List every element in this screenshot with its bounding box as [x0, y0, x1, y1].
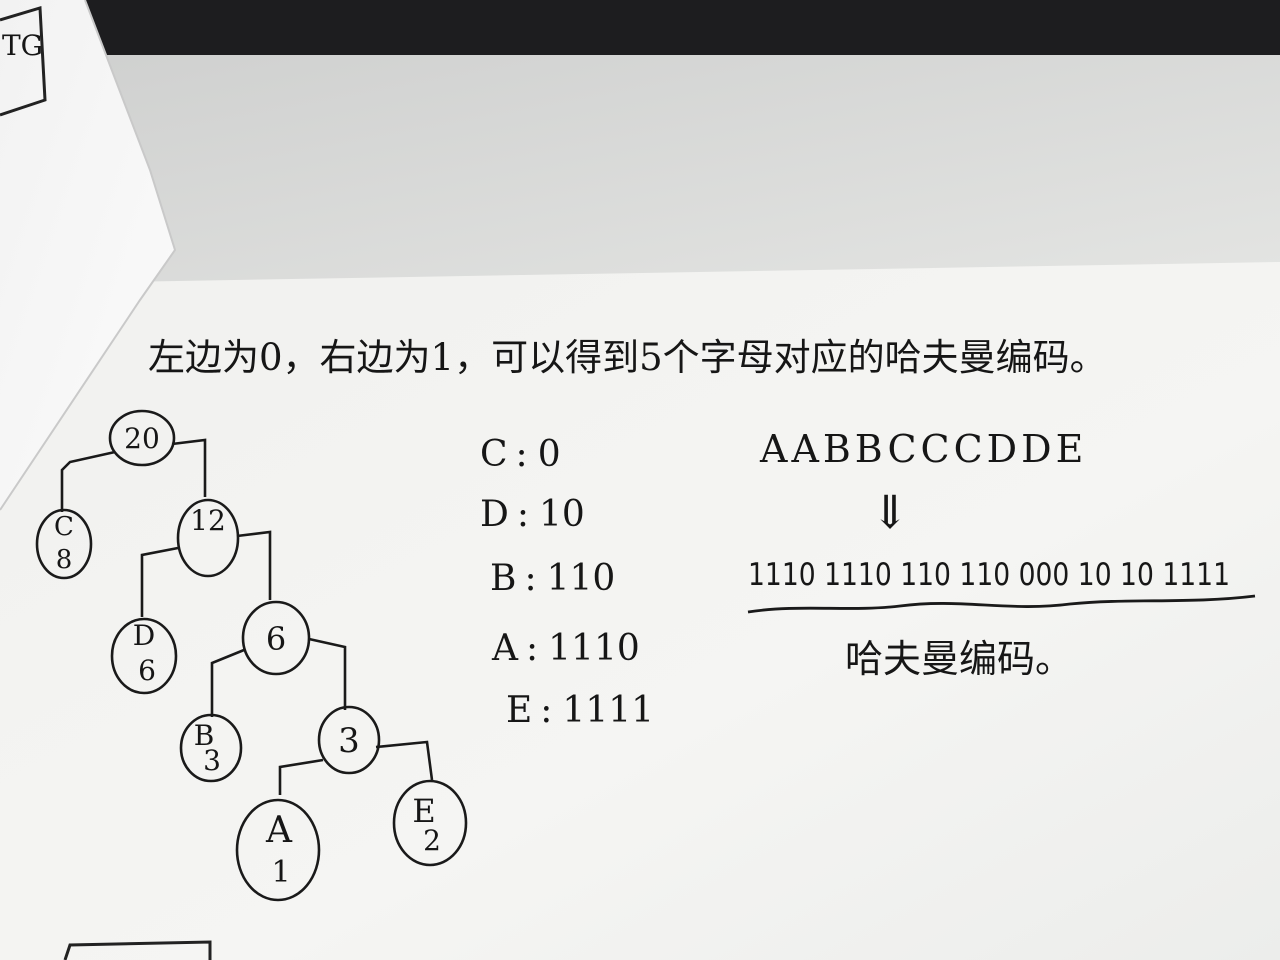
code-row-d: D:10: [480, 494, 585, 535]
node-20-label: 20: [124, 422, 160, 455]
code-value: 10: [539, 494, 585, 535]
node-b-weight: 3: [203, 744, 221, 777]
corner-scribble: TG: [2, 29, 43, 62]
huffman-tree: [35, 409, 468, 902]
code-value: 1110: [548, 628, 640, 669]
code-value: 1111: [562, 690, 654, 731]
edge-12-d: [140, 546, 179, 617]
edge-3-e: [375, 740, 434, 781]
code-key: B: [490, 558, 516, 599]
node-e-label: E: [412, 792, 435, 830]
code-table: C:0 D:10 B:110 A:1110 E:1111: [480, 434, 654, 731]
encoded-bits: 1110 1110 110 110 000 10 10 1111: [748, 557, 1230, 593]
node-12-circle: [176, 498, 240, 578]
edge-6-b: [210, 648, 245, 717]
node-c-weight: 8: [56, 545, 73, 575]
node-a-weight: 1: [271, 855, 290, 890]
node-a-label: A: [265, 810, 293, 851]
node-3-label: 3: [338, 721, 360, 761]
node-6-label: 6: [266, 620, 286, 658]
node-e-weight: 2: [423, 824, 441, 857]
code-row-e: E:1111: [506, 690, 654, 731]
dark-edge: [0, 0, 1280, 62]
edge-12-6: [236, 530, 272, 600]
code-row-a: A:1110: [491, 628, 640, 669]
code-row-b: B:110: [490, 558, 615, 599]
node-c-label: C: [54, 512, 74, 542]
edge-6-3: [308, 637, 347, 710]
code-key: A: [491, 628, 519, 669]
code-key: E: [506, 690, 532, 731]
note-heading: 左边为0，右边为1，可以得到5个字母对应的哈夫曼编码。: [148, 336, 1107, 379]
node-b-circle: [179, 713, 243, 783]
node-a-circle: [235, 798, 321, 902]
code-key: D: [480, 494, 509, 535]
node-e-circle: [392, 779, 468, 867]
node-6-circle: [241, 600, 311, 676]
node-b-label: B: [194, 719, 215, 752]
down-arrow-icon: ⇓: [871, 485, 910, 539]
edge-3-a: [278, 758, 324, 795]
node-3-circle: [317, 705, 381, 775]
code-value: 0: [538, 434, 561, 475]
code-key: C: [480, 434, 508, 475]
code-value: 110: [547, 558, 616, 599]
node-20-circle: [108, 409, 176, 467]
input-string: AABBCCCDDE: [759, 427, 1087, 471]
desk-surface: [0, 55, 1280, 295]
code-row-c: C:0: [480, 434, 561, 475]
edge-20-c: [60, 450, 116, 512]
node-12-label: 12: [190, 504, 226, 537]
node-d-label: D: [133, 619, 155, 652]
node-d-circle: [110, 617, 178, 695]
overlapping-sheet: [0, 0, 175, 510]
paper-sheet: [0, 262, 1280, 960]
node-c-circle: [35, 508, 93, 580]
node-d-weight: 6: [138, 654, 156, 687]
edge-20-12: [171, 438, 207, 497]
encoded-caption: 哈夫曼编码。: [845, 637, 1073, 681]
wavy-underline: [747, 594, 1256, 614]
